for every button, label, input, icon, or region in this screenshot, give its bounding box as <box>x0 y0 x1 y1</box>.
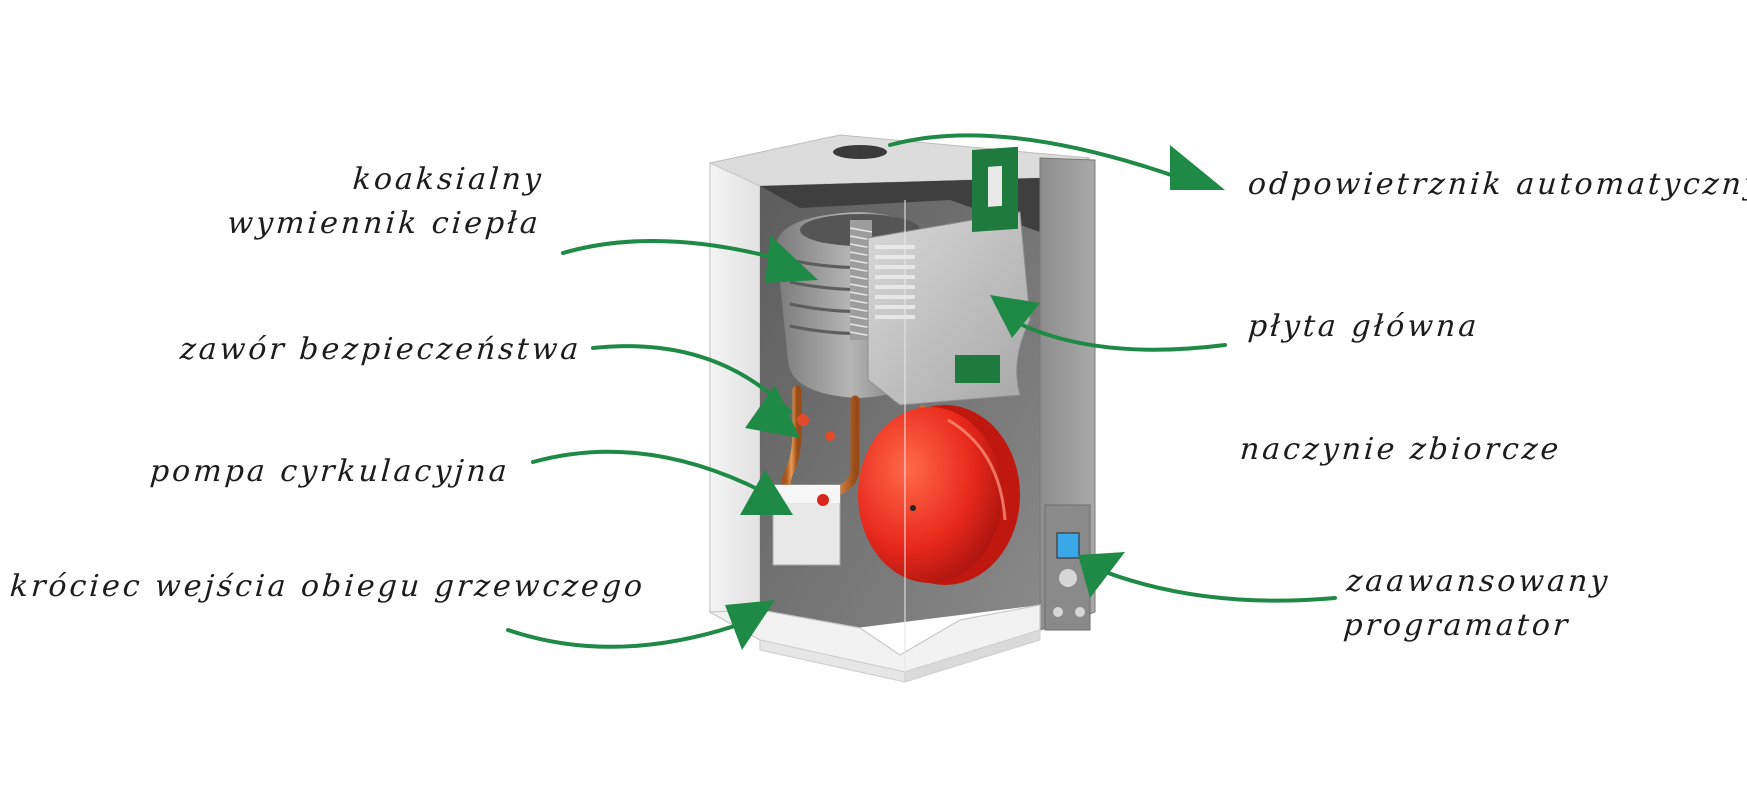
boiler-left-side <box>709 162 761 642</box>
arrow-programmer <box>1078 552 1337 603</box>
label-line: zaawansowany <box>1345 564 1612 599</box>
label-line: programator <box>1342 607 1572 643</box>
label-expansion-vessel: naczynie zbiorcze <box>1238 428 1563 472</box>
bottom-right-edge <box>904 629 1041 683</box>
label-line: naczynie zbiorcze <box>1238 432 1563 467</box>
arrow-heat-exchanger <box>561 235 818 283</box>
label-main-board: płyta główna <box>1246 305 1481 349</box>
label-line: odpowietrznik automatyczny <box>1246 167 1747 202</box>
control-box <box>867 146 1031 406</box>
label-heat-exchanger: koaksialny wymiennik ciepła <box>226 158 545 245</box>
programmer-display <box>1056 532 1080 559</box>
valve-cap <box>825 431 835 441</box>
callout-arrows <box>506 133 1337 650</box>
label-line: wymiennik ciepła <box>225 205 542 241</box>
label-line: króciec wejścia obiegu grzewczego <box>8 569 647 604</box>
label-line: koaksialny <box>351 162 545 197</box>
circulation-pump <box>772 484 841 566</box>
interior-shadow <box>760 178 1040 232</box>
label-programmer: zaawansowany programator <box>1342 560 1612 647</box>
arrow-main-board <box>990 295 1227 352</box>
air-vent-opening <box>833 145 887 159</box>
label-line: płyta główna <box>1246 309 1481 344</box>
boiler-illustration <box>707 134 1096 683</box>
arrow-circulation-pump <box>531 449 793 515</box>
arrow-heating-inlet <box>506 600 775 650</box>
expansion-vessel <box>858 405 1020 585</box>
programmer-button-right[interactable] <box>1075 607 1085 617</box>
arrow-auto-air-vent <box>888 133 1225 190</box>
safety-valve-knob <box>797 414 809 426</box>
label-heating-inlet: króciec wejścia obiegu grzewczego <box>8 565 647 609</box>
programmer-dial[interactable] <box>1059 569 1077 587</box>
label-safety-valve: zawór bezpieczeństwa <box>178 328 583 372</box>
label-circulation-pump: pompa cyrkulacyjna <box>148 450 511 494</box>
programmer-button-left[interactable] <box>1053 607 1063 617</box>
arrow-safety-valve <box>591 344 800 438</box>
label-line: zawór bezpieczeństwa <box>178 332 583 367</box>
label-auto-air-vent: odpowietrznik automatyczny <box>1246 163 1747 207</box>
label-line: pompa cyrkulacyjna <box>148 454 511 489</box>
